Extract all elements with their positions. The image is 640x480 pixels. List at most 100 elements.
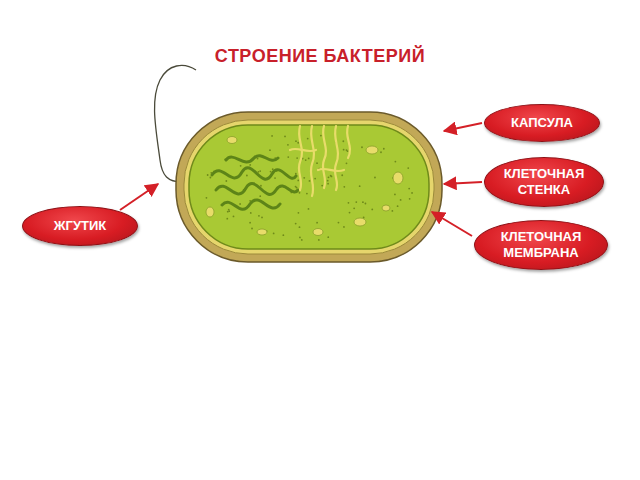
ribosome xyxy=(250,212,252,214)
ribosome xyxy=(359,185,361,187)
ribosome xyxy=(341,174,343,176)
ribosome xyxy=(299,237,301,239)
ribosome xyxy=(309,180,311,182)
ribosome xyxy=(295,223,297,225)
part-label: ЖГУТИК xyxy=(54,218,106,234)
ribosome xyxy=(338,222,340,224)
ribosome xyxy=(228,209,230,211)
ribosome xyxy=(249,164,251,166)
ribosome xyxy=(207,174,209,176)
ribosomes xyxy=(206,135,413,241)
label-pill: КЛЕТОЧНАЯ МЕМБРАНА xyxy=(474,220,608,270)
cell-membrane xyxy=(189,125,429,249)
part-label: КЛЕТОЧНАЯ МЕМБРАНА xyxy=(489,229,593,260)
ribosome xyxy=(327,236,329,238)
mesosome xyxy=(290,126,350,196)
ribosome xyxy=(316,162,318,164)
ribosome xyxy=(328,176,330,178)
ribosome xyxy=(343,226,345,228)
ribosome xyxy=(361,146,363,148)
nucleoid xyxy=(212,156,298,210)
ribosome xyxy=(307,138,309,140)
ribosome xyxy=(394,193,396,195)
ribosome xyxy=(274,177,276,179)
label-pill: ЖГУТИК xyxy=(22,206,138,246)
ribosome xyxy=(342,140,344,142)
ribosome xyxy=(343,186,345,188)
label-pill: КЛЕТОЧНАЯ СТЕНКА xyxy=(484,157,604,207)
title: СТРОЕНИЕ БАКТЕРИЙ xyxy=(0,46,640,67)
ribosome xyxy=(362,201,364,203)
ribosome xyxy=(348,202,350,204)
ribosome xyxy=(272,168,274,170)
inclusions xyxy=(206,137,403,236)
ribosome xyxy=(259,195,261,197)
ribosome xyxy=(295,186,297,188)
ribosome xyxy=(327,180,329,182)
ribosome xyxy=(249,222,251,224)
ribosome xyxy=(257,158,259,160)
ribosome xyxy=(295,140,297,142)
ribosome xyxy=(318,239,320,241)
ribosome xyxy=(296,157,298,159)
ribosome xyxy=(295,173,297,175)
ribosome xyxy=(225,180,227,182)
ribosome xyxy=(287,144,289,146)
ribosome xyxy=(284,136,286,138)
ribosome xyxy=(261,216,263,218)
part-label: КАПСУЛА xyxy=(511,115,573,131)
ribosome xyxy=(409,198,411,200)
ribosome xyxy=(391,210,393,212)
ribosome xyxy=(394,161,396,163)
ribosome xyxy=(206,197,208,199)
ribosome xyxy=(287,156,289,158)
ribosome xyxy=(355,201,357,203)
ribosome xyxy=(349,212,351,214)
ribosome xyxy=(380,151,382,153)
ribosome xyxy=(226,218,228,220)
ribosome xyxy=(330,175,332,177)
ribosome xyxy=(273,233,275,235)
ribosome xyxy=(365,203,367,205)
label-pill: КАПСУЛА xyxy=(484,104,600,142)
ribosome xyxy=(299,226,301,228)
ribosome xyxy=(316,222,318,224)
ribosome xyxy=(269,149,271,151)
ribosome xyxy=(314,178,316,180)
ribosome xyxy=(347,150,349,152)
ribosome xyxy=(298,212,300,214)
ribosome xyxy=(346,162,348,164)
ribosome xyxy=(297,180,299,182)
ribosome xyxy=(297,142,299,144)
ribosome xyxy=(251,228,253,230)
ribosome xyxy=(327,183,329,185)
ribosome xyxy=(321,185,323,187)
ribosome xyxy=(271,135,273,137)
ribosome xyxy=(260,185,262,187)
ribosome xyxy=(411,192,413,194)
ribosome xyxy=(303,177,305,179)
ribosome xyxy=(383,148,385,150)
ribosome xyxy=(233,216,235,218)
ribosome xyxy=(270,171,272,173)
ribosome xyxy=(397,205,399,207)
ribosome xyxy=(353,207,355,209)
ribosome xyxy=(282,234,284,236)
leader-arrows xyxy=(120,123,482,236)
ribosome xyxy=(258,215,260,217)
ribosome xyxy=(331,175,333,177)
ribosome xyxy=(308,157,310,159)
ribosome xyxy=(301,239,303,241)
ribosome xyxy=(240,165,242,167)
ribosome xyxy=(371,209,373,211)
ribosome xyxy=(407,167,409,169)
part-label: КЛЕТОЧНАЯ СТЕНКА xyxy=(499,166,589,197)
ribosome xyxy=(400,199,402,201)
ribosome xyxy=(308,208,310,210)
ribosome xyxy=(305,159,307,161)
ribosome xyxy=(343,149,345,151)
ribosome xyxy=(228,210,230,212)
ribosome xyxy=(374,177,376,179)
ribosome xyxy=(246,175,248,177)
